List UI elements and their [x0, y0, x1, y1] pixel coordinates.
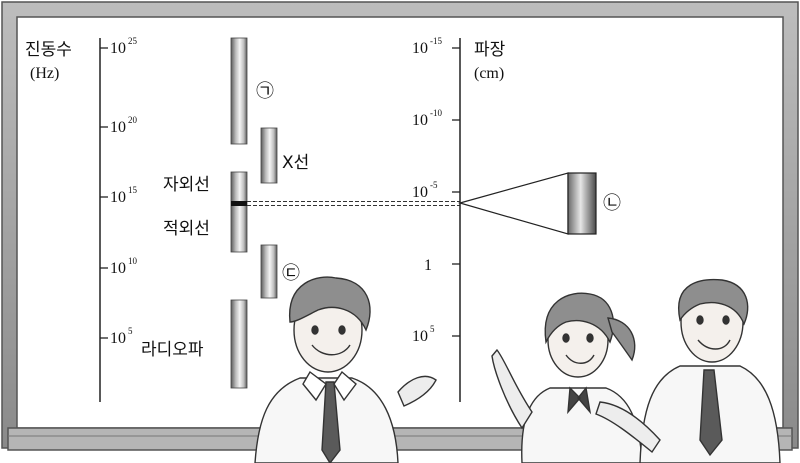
student-middle — [491, 292, 643, 463]
student-right — [595, 278, 781, 463]
wavelength-tick-base: 10 — [412, 40, 428, 57]
student-right-mouth — [697, 339, 731, 350]
uv-label: 자외선 — [163, 175, 210, 195]
student-middle-ponytail — [607, 317, 636, 362]
wavelength-tick-base: 1 — [424, 257, 432, 274]
student-right-tie — [699, 369, 723, 457]
student-left-mouth — [311, 344, 351, 356]
x-ray-label: X선 — [282, 153, 309, 173]
band-label-b: ㉡ — [603, 193, 621, 214]
visible-light-magnifier: ㉡ — [457, 172, 621, 235]
wavelength-tick: 10 5 — [412, 324, 460, 345]
visible-spectrum-cylinder — [567, 172, 597, 235]
frequency-tick-exponent: 20 — [128, 115, 138, 125]
student-right-hand — [595, 401, 661, 454]
wavelength-tick-base: 10 — [412, 184, 428, 201]
radio-label: 라디오파 — [141, 340, 204, 360]
frequency-axis: 진동수 (Hz) 10 25 10 20 10 15 10 10 10 5 — [25, 36, 138, 402]
frequency-tick-base: 10 — [110, 40, 126, 57]
frequency-tick: 10 15 — [100, 185, 138, 206]
student-left-tie — [321, 381, 341, 463]
microwave-band — [260, 244, 278, 299]
frequency-tick: 10 5 — [100, 326, 133, 347]
spectrum-bands: ㉠ X선 자외선 적외선 ㉢ 라디오파 — [141, 37, 309, 389]
frequency-tick-exponent: 15 — [128, 185, 138, 195]
student-middle-arm — [491, 348, 533, 430]
frequency-tick-exponent: 10 — [128, 256, 138, 266]
wavelength-tick: 10 -5 — [412, 180, 460, 201]
visible-light-line — [231, 201, 247, 206]
student-left-hair — [289, 276, 371, 332]
student-left-hand — [397, 375, 437, 407]
frequency-tick: 10 25 — [100, 36, 138, 57]
uv-ir-band — [230, 171, 248, 253]
x-ray-band — [260, 127, 278, 184]
visible-light-connector — [247, 201, 460, 206]
wavelength-axis-label: 파장 — [474, 40, 506, 60]
student-middle-ribbon — [567, 386, 592, 415]
frequency-axis-unit: (Hz) — [30, 65, 59, 82]
wavelength-tick: 1 — [424, 257, 460, 274]
wavelength-tick-exponent: -10 — [430, 108, 442, 118]
student-middle-hair — [544, 292, 614, 345]
radio-wave-band — [230, 299, 248, 389]
wavelength-tick-exponent: 5 — [430, 324, 435, 334]
frequency-axis-label: 진동수 — [25, 40, 72, 60]
frequency-tick-exponent: 5 — [128, 326, 133, 336]
frequency-tick-base: 10 — [110, 330, 126, 347]
band-label-a: ㉠ — [256, 81, 274, 102]
wavelength-tick: 10 -10 — [412, 108, 460, 129]
frequency-tick-base: 10 — [110, 260, 126, 277]
frequency-tick: 10 10 — [100, 256, 138, 277]
ir-label: 적외선 — [163, 219, 210, 239]
wavelength-tick-exponent: -15 — [430, 36, 442, 46]
band-label-c: ㉢ — [282, 263, 300, 284]
gamma-ray-band — [230, 37, 248, 145]
wavelength-tick: 10 -15 — [412, 36, 460, 57]
wavelength-axis: 파장 (cm) 10 -15 10 -10 10 -5 1 10 5 — [412, 36, 506, 402]
wavelength-tick-base: 10 — [412, 328, 428, 345]
wavelength-tick-exponent: -5 — [430, 180, 438, 190]
frequency-tick-base: 10 — [110, 119, 126, 136]
student-left-collar — [302, 370, 357, 402]
wavelength-axis-unit: (cm) — [474, 65, 504, 82]
frequency-tick-base: 10 — [110, 189, 126, 206]
wavelength-tick-base: 10 — [412, 112, 428, 129]
frequency-tick-exponent: 25 — [128, 36, 138, 46]
frequency-tick: 10 20 — [100, 115, 138, 136]
student-left — [254, 276, 437, 463]
student-right-hair — [677, 278, 749, 326]
student-middle-mouth — [565, 354, 595, 364]
